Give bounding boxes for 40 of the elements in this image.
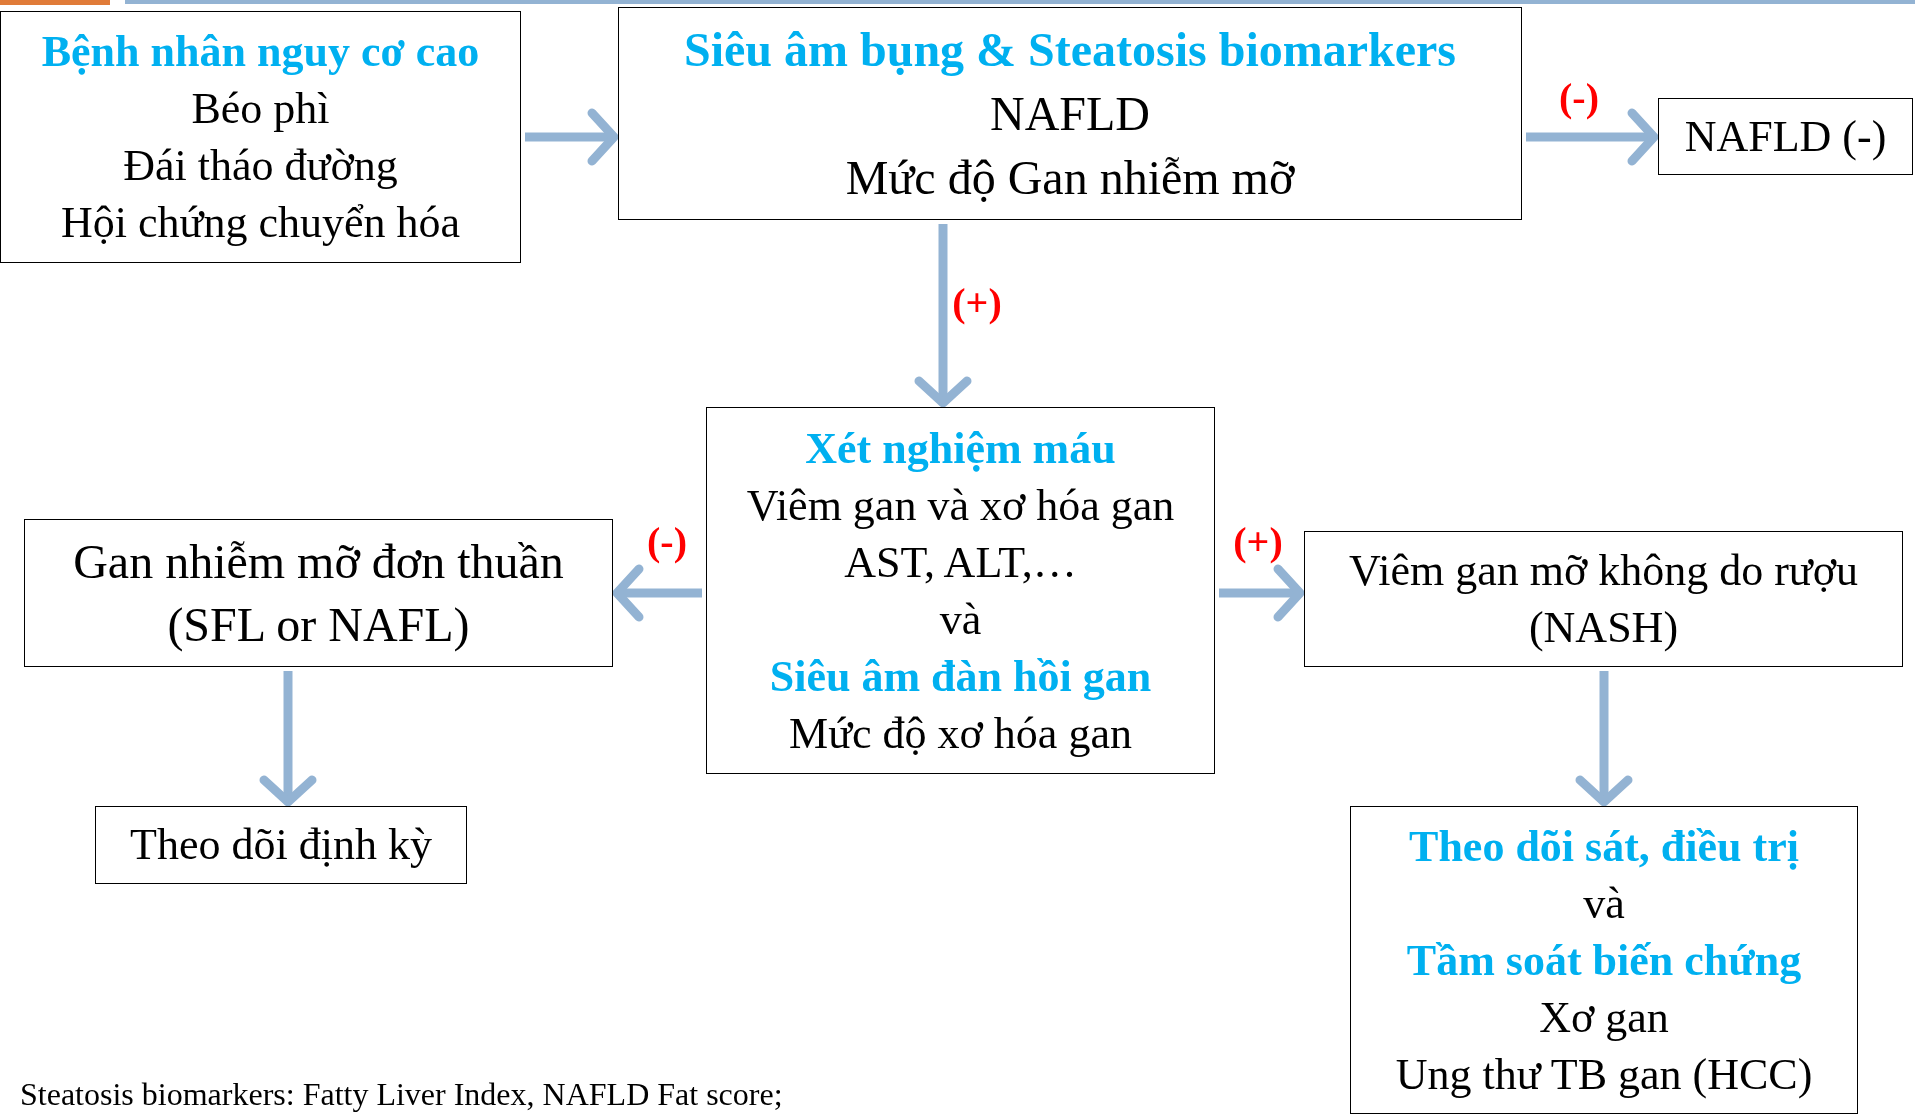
process-box xyxy=(1350,806,1858,1114)
box-text: Gan nhiễm mỡ đơn thuần xyxy=(73,534,564,590)
box-text: Theo dõi định kỳ xyxy=(130,819,432,871)
process-box xyxy=(1304,531,1903,667)
arrow xyxy=(1219,564,1305,622)
box-text: và xyxy=(939,593,982,646)
box-text: AST, ALT,… xyxy=(844,536,1077,589)
box-text: (NASH) xyxy=(1528,602,1679,654)
box-text: Viêm gan và xơ hóa gan xyxy=(746,479,1175,532)
box-text: Viêm gan mỡ không do rượu xyxy=(1349,545,1858,597)
arrow xyxy=(612,564,702,622)
box-text: và xyxy=(1583,877,1625,930)
box-text: (SFL or NAFL) xyxy=(167,597,470,654)
box-text: Hội chứng chuyển hóa xyxy=(61,197,460,249)
process-box xyxy=(95,806,467,884)
box-text: Mức độ Gan nhiễm mỡ xyxy=(845,149,1295,206)
footnote: Steatosis biomarkers: Fatty Liver Index, NAFLD Fat score; xyxy=(20,1076,783,1112)
process-box xyxy=(1658,98,1913,175)
box-heading: Xét nghiệm máu xyxy=(805,422,1116,475)
process-box xyxy=(0,11,521,263)
process-box xyxy=(706,407,1215,774)
arrow xyxy=(914,224,972,408)
arrow xyxy=(525,108,619,166)
box-text: Béo phì xyxy=(191,83,330,135)
arrow xyxy=(259,671,317,807)
box-text: Đái tháo đường xyxy=(123,140,398,192)
box-heading: Siêu âm đàn hồi gan xyxy=(769,650,1152,703)
box-heading: Theo dõi sát, điều trị xyxy=(1409,820,1799,873)
box-text: Xơ gan xyxy=(1539,991,1669,1044)
box-heading: Tầm soát biến chứng xyxy=(1406,934,1802,987)
box-heading: Bệnh nhân nguy cơ cao xyxy=(41,26,480,78)
process-box xyxy=(618,7,1522,220)
box-heading: Siêu âm bụng & Steatosis biomarkers xyxy=(683,21,1457,78)
box-text: Mức độ xơ hóa gan xyxy=(789,707,1132,760)
box-text: NAFLD (-) xyxy=(1684,110,1887,163)
process-box xyxy=(24,519,613,667)
box-text: Ung thư TB gan (HCC) xyxy=(1395,1048,1813,1101)
arrow xyxy=(1575,671,1633,807)
box-text: NAFLD xyxy=(990,85,1150,142)
arrow xyxy=(1526,108,1659,166)
